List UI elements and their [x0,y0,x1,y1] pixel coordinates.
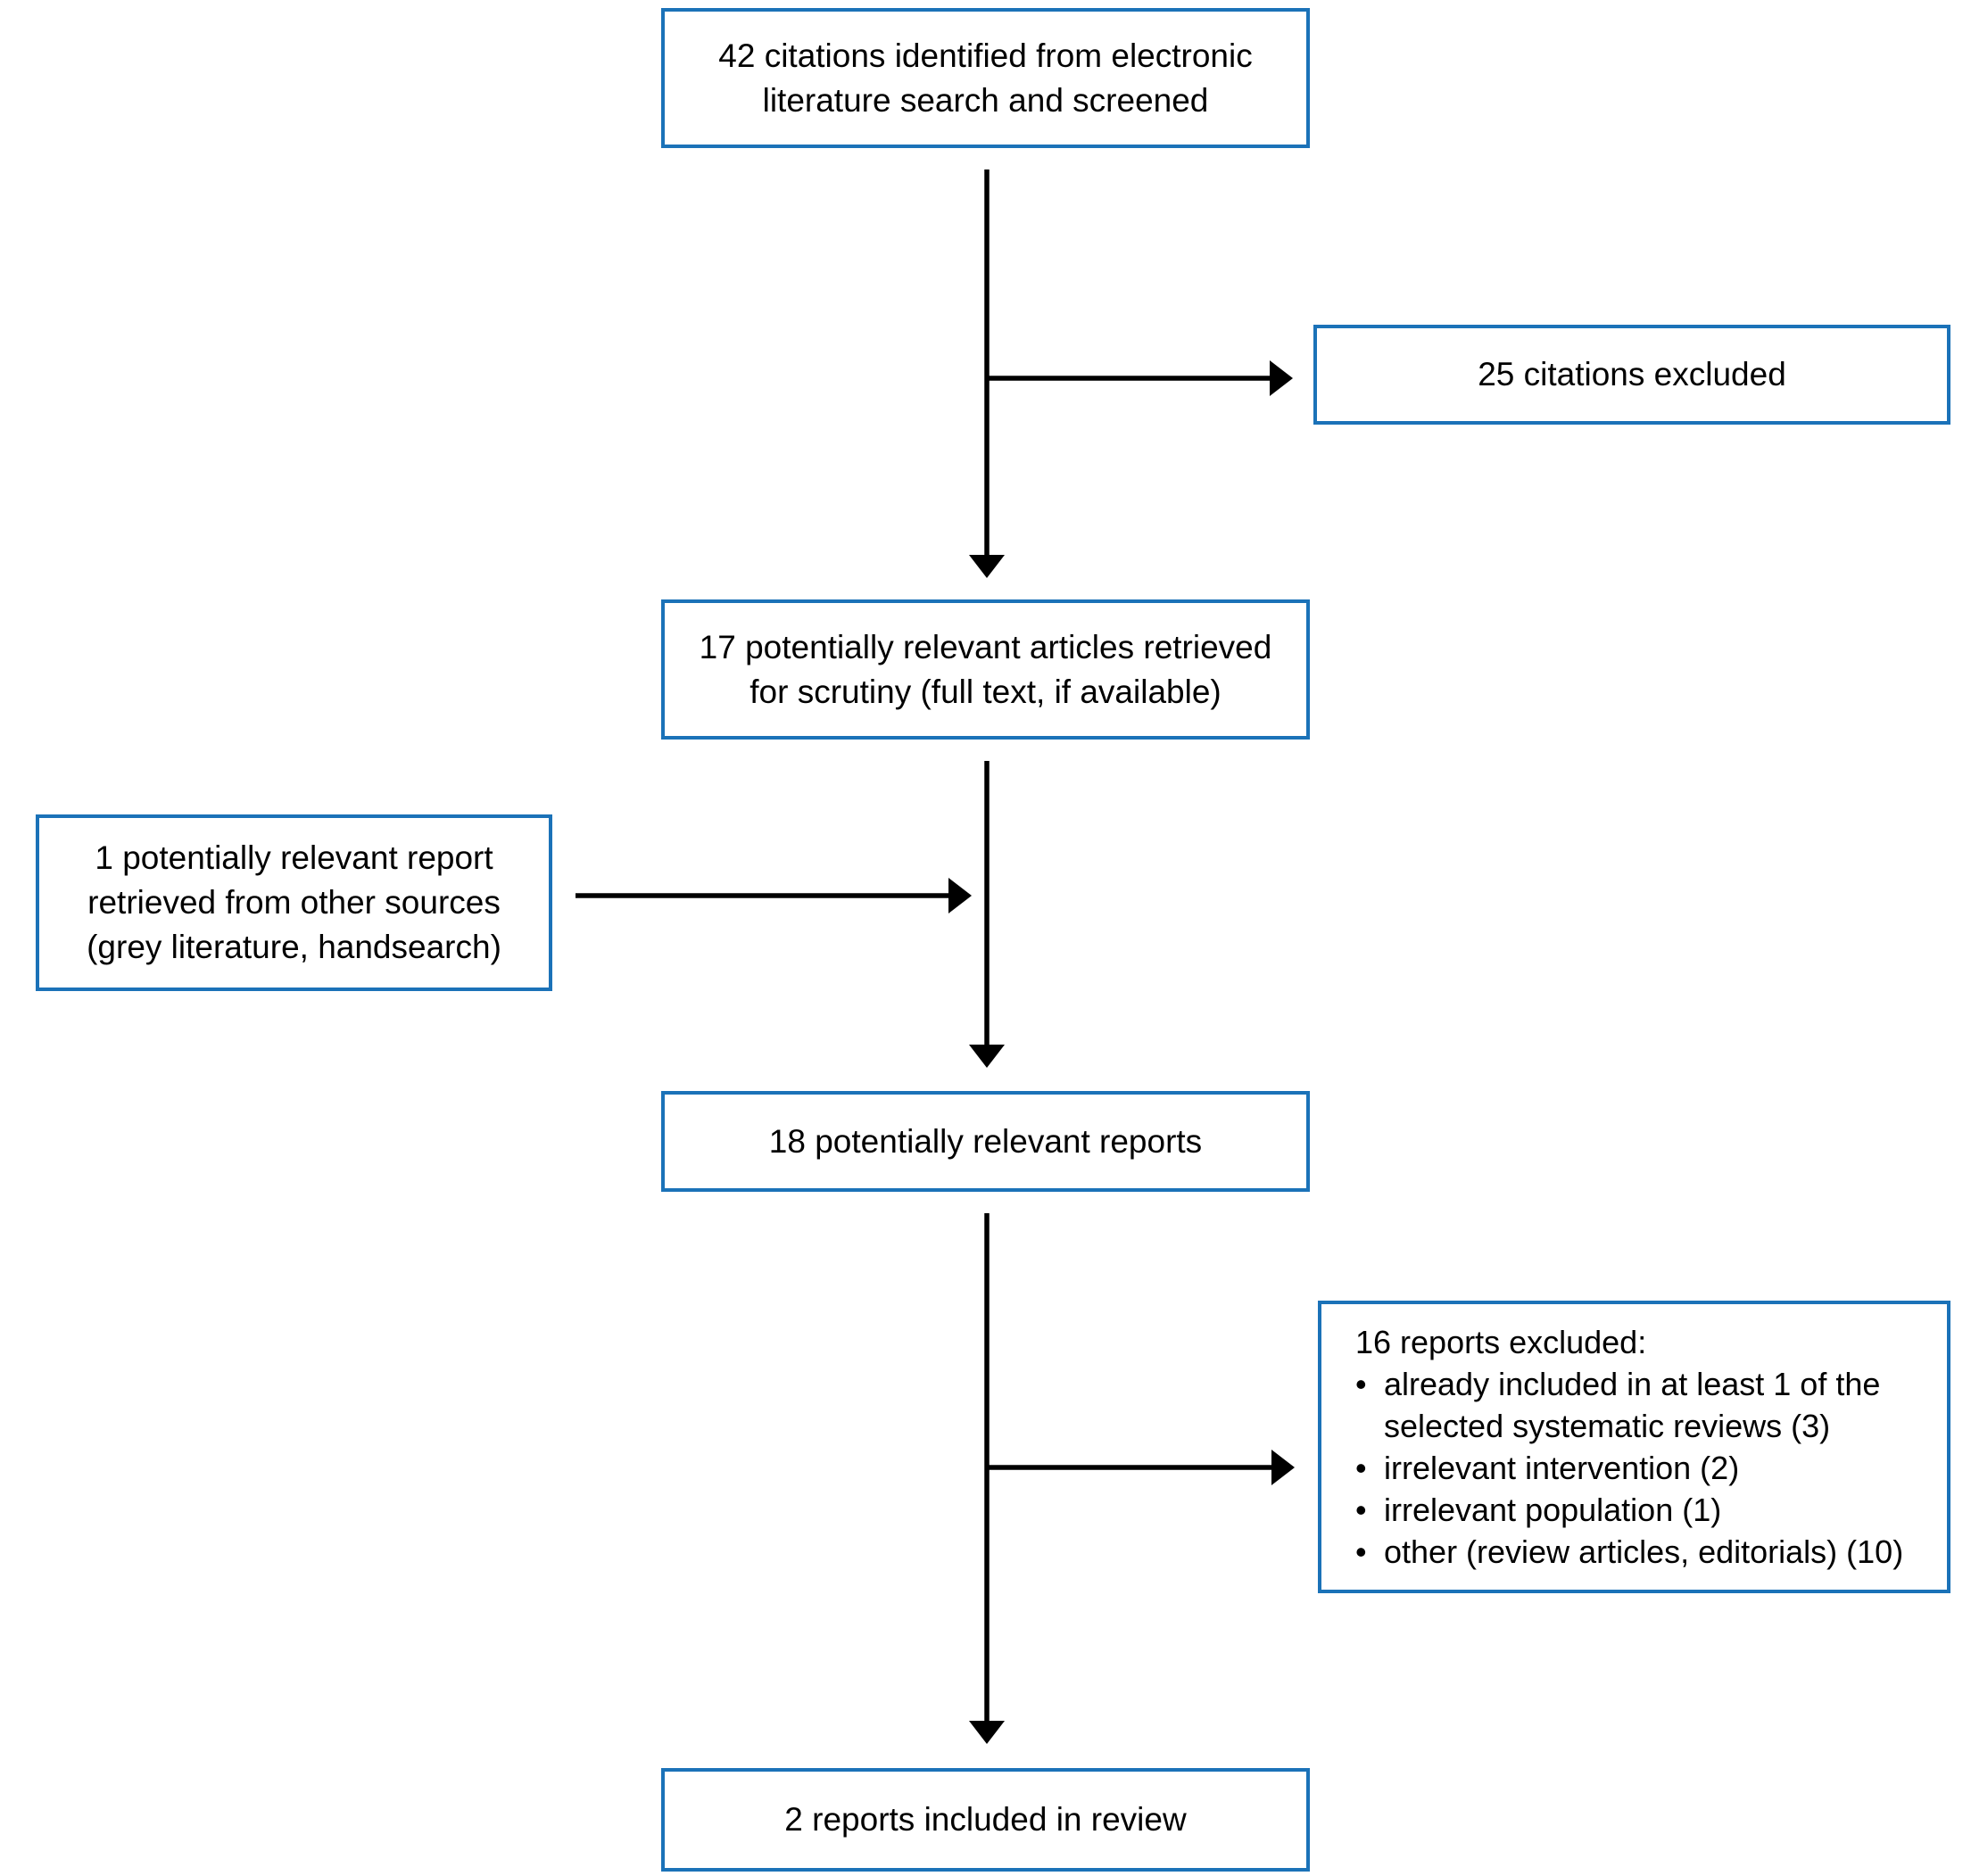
arrow-to-reports-excluded [987,1450,1295,1485]
arrow-other-sources-right [576,878,972,913]
arrow-reports-down [969,1213,1005,1744]
arrow-retrieved-down [969,761,1005,1068]
excluded-reason-text: already included in at least 1 of the se… [1384,1366,1881,1444]
excluded-reason-item: • already included in at least 1 of the … [1355,1363,1929,1447]
bullet-glyph: • [1355,1533,1367,1570]
box-citations-excluded: 25 citations excluded [1313,325,1950,425]
excluded-reason-text: irrelevant intervention (2) [1384,1450,1740,1486]
excluded-reason-text: irrelevant population (1) [1384,1492,1722,1528]
box-reports-excluded: 16 reports excluded: • already included … [1318,1301,1950,1593]
bullet-glyph: • [1355,1492,1367,1528]
box-articles-retrieved-text: 17 potentially relevant articles retriev… [699,628,1272,710]
box-reports-included-text: 2 reports included in review [784,1801,1187,1838]
box-reports-included: 2 reports included in review [661,1768,1310,1872]
box-citations-identified: 42 citations identified from electronic … [661,8,1310,148]
box-other-sources: 1 potentially relevant report retrieved … [36,814,552,991]
box-relevant-reports-text: 18 potentially relevant reports [768,1122,1203,1160]
excluded-reason-text: other (review articles, editorials) (10) [1384,1533,1904,1570]
box-other-sources-text: 1 potentially relevant report retrieved … [87,839,501,965]
box-relevant-reports: 18 potentially relevant reports [661,1091,1310,1192]
arrow-screened-down [969,169,1005,578]
bullet-glyph: • [1355,1366,1367,1402]
box-citations-identified-text: 42 citations identified from electronic … [718,37,1253,119]
excluded-reason-item: • irrelevant intervention (2) [1355,1447,1929,1489]
box-articles-retrieved: 17 potentially relevant articles retriev… [661,599,1310,740]
excluded-reason-item: • other (review articles, editorials) (1… [1355,1531,1929,1573]
box-reports-excluded-content: 16 reports excluded: • already included … [1355,1321,1929,1573]
excluded-reason-item: • irrelevant population (1) [1355,1489,1929,1531]
box-citations-excluded-text: 25 citations excluded [1478,356,1786,393]
arrow-to-citations-excluded [987,360,1293,396]
bullet-glyph: • [1355,1450,1367,1486]
reports-excluded-title: 16 reports excluded: [1355,1324,1647,1360]
